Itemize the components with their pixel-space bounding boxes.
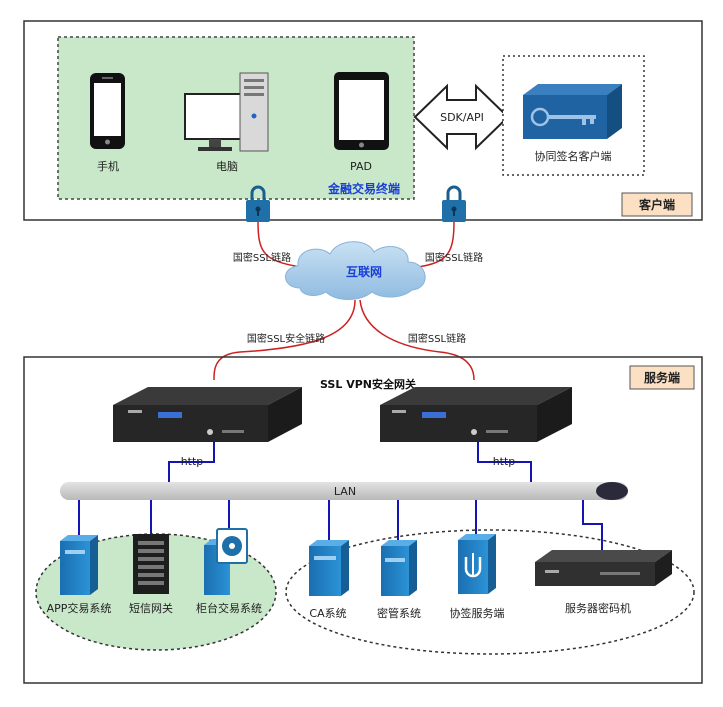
client-zone-tag-text: 客户端 [638,197,675,212]
http-label-right: http [493,455,516,468]
device-label-pad: PAD [350,160,372,173]
server-label-counter: 柜台交易系统 [196,601,262,615]
internet-label: 互联网 [346,265,382,279]
http-label-left: http [181,455,204,468]
device-label-computer: 电脑 [216,160,238,173]
server-zone-tag-text: 服务端 [644,370,680,385]
http-link-right [477,442,532,483]
link-label-left-top: 国密SSL链路 [233,251,291,264]
link-label-right-top: 国密SSL链路 [425,251,483,264]
key-management-server-icon [381,540,417,596]
cosign-client-label: 协同签名客户端 [535,149,612,163]
phone-icon [90,73,125,149]
vpn-appliance-left-icon [113,387,302,442]
tablet-icon [334,72,389,150]
server-label-app: APP交易系统 [47,601,112,615]
internet-cloud-icon [285,241,426,300]
device-label-phone: 手机 [97,159,119,173]
link-left-bottom [213,299,356,381]
vpn-gateway-label: SSL VPN安全网关 [320,377,416,391]
server-label-ca: CA系统 [309,607,346,620]
http-link-left [168,442,215,483]
app-server-icon [60,535,98,595]
vpn-appliance-right-icon [380,387,572,442]
server-label-cosign: 协签服务端 [450,606,505,620]
ca-server-icon [309,540,349,596]
link-label-right-bottom: 国密SSL链路 [408,332,466,345]
lan-bus [60,482,628,500]
lan-drop-hsm [582,500,603,550]
server-zone-tag [629,365,695,390]
client-zone-tag [621,192,693,217]
server-label-hsm: 服务器密码机 [565,601,631,615]
sms-gateway-icon [133,534,169,594]
terminal-group-title: 金融交易终端 [327,181,400,196]
server-zone-border [23,356,703,684]
cosign-server-icon [458,534,496,594]
lock-icon-right [442,185,466,222]
server-label-sms: 短信网关 [129,601,173,615]
server-label-km: 密管系统 [377,606,421,620]
desktop-computer-icon [184,72,269,152]
counter-trading-system-icon [204,528,248,595]
link-label-left-bottom: 国密SSL安全链路 [247,332,325,345]
sdk-api-label: SDK/API [440,111,484,124]
link-right-bottom [359,299,475,381]
server-hsm-icon [535,550,672,586]
key-icon [523,84,622,139]
lan-label: LAN [334,485,356,498]
lock-icon-left [246,185,270,222]
